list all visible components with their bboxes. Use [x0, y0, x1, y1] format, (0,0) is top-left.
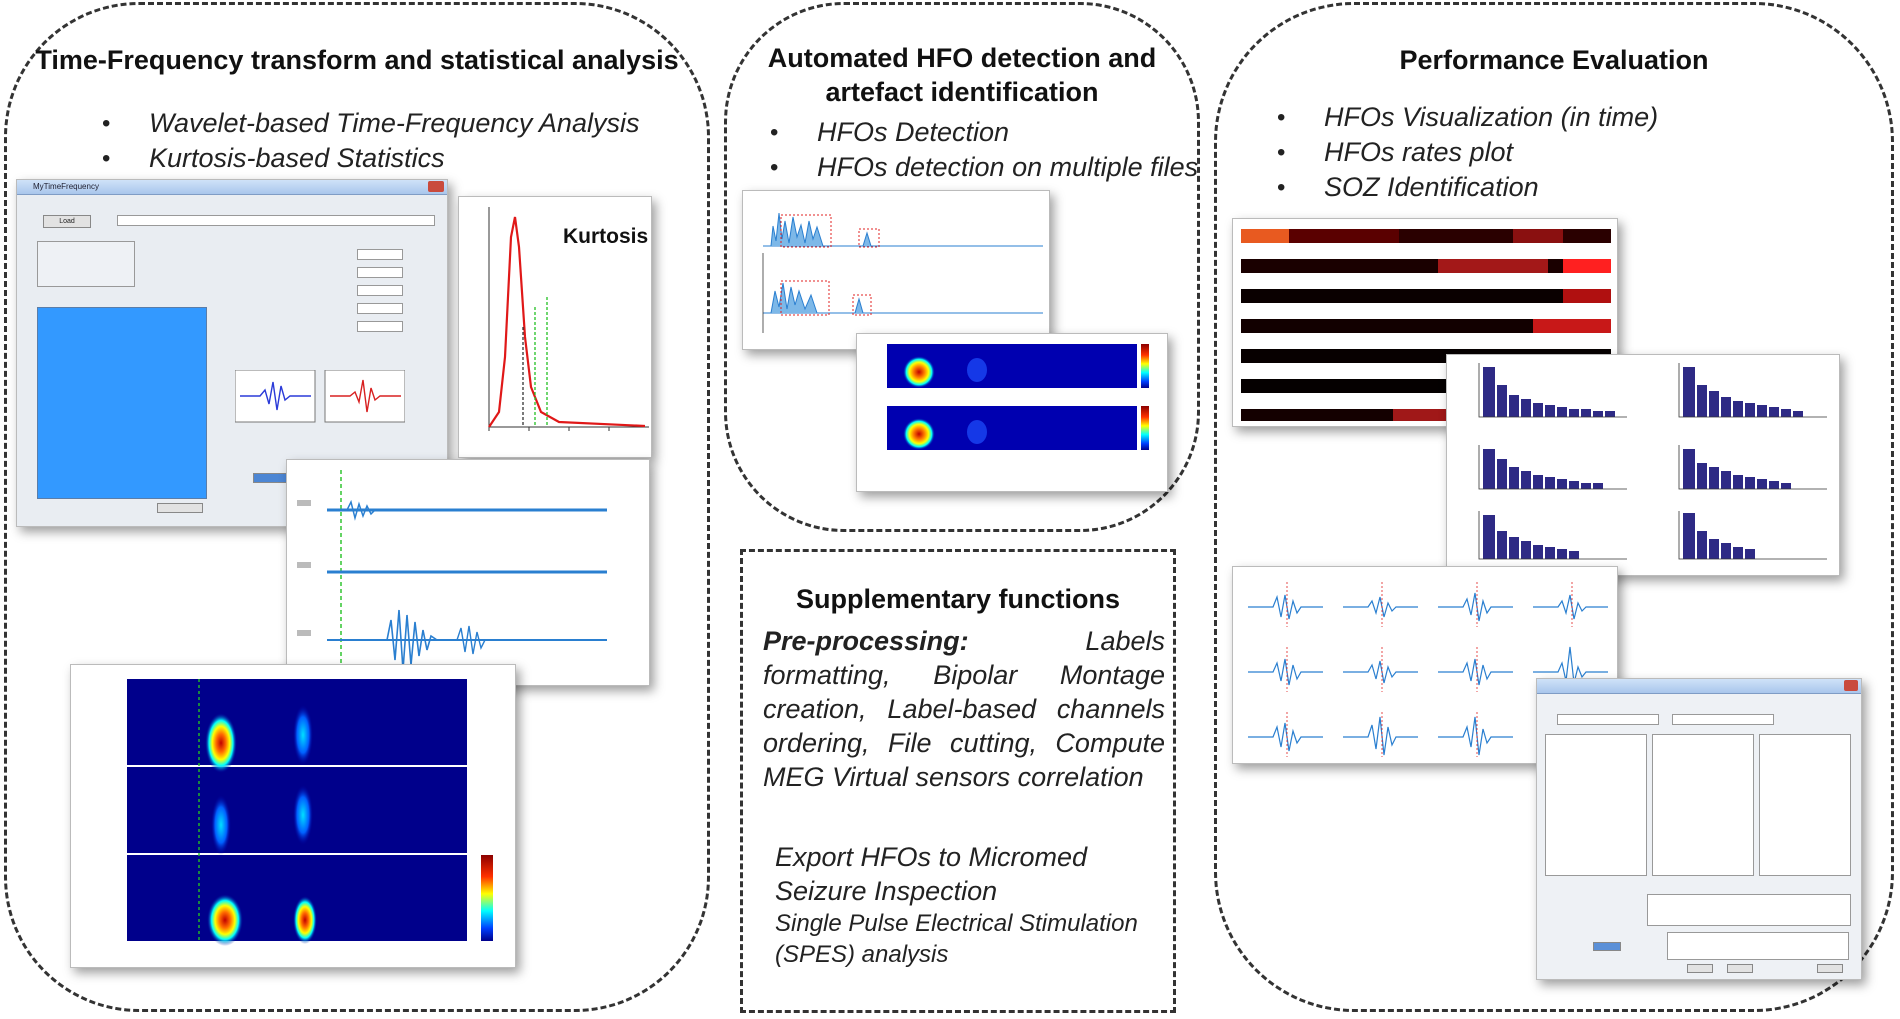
hfo-detection-traces — [743, 191, 1049, 349]
close-icon[interactable] — [428, 181, 444, 192]
bullet-kurtosis: Kurtosis-based Statistics — [102, 141, 639, 176]
kurtosis-label: Kurtosis — [563, 225, 649, 248]
export-micromed-text: Export HFOs to Micromed — [775, 842, 1088, 872]
kurtosis-pdf-chart — [459, 197, 651, 457]
preprocessing-text: Pre-processing: Labels formatting, Bipol… — [763, 624, 1165, 794]
soz-close-button[interactable] — [1817, 964, 1843, 973]
channels-listbox[interactable] — [37, 307, 207, 499]
soz-window-titlebar — [1537, 679, 1861, 694]
panel-title: Supplementary functions — [795, 584, 1121, 614]
bullet-hfo-detection: HFOs Detection — [770, 115, 1198, 150]
rates-bar-charts-image — [1447, 355, 1839, 575]
panel-title-line-2: artefact identification — [825, 77, 1099, 107]
hfo-bullets: HFOs Detection HFOs detection on multipl… — [770, 115, 1198, 185]
preprocessing-items: Labels formatting, Bipolar Montage creat… — [763, 626, 1165, 792]
hfo-detection-plot — [742, 190, 1050, 350]
soz-run-button[interactable] — [1593, 942, 1621, 951]
tf-bullets: Wavelet-based Time-Frequency Analysis Ku… — [102, 106, 639, 176]
load-button[interactable]: Load — [43, 215, 91, 228]
soz-channel-table-2 — [1652, 734, 1754, 876]
window-title: MyTimeFrequency — [33, 182, 99, 191]
signal-type-box — [37, 241, 135, 287]
panel-title: Performance Evaluation — [1399, 45, 1709, 75]
bullet-hfo-rates-plot: HFOs rates plot — [1277, 135, 1658, 170]
hfo-snippets-grid — [1232, 566, 1618, 764]
soz-path-field-1[interactable] — [1557, 714, 1659, 725]
soz-channel-table-1 — [1545, 734, 1647, 876]
hfo-rates-bar-charts — [1446, 354, 1840, 576]
bullet-wavelet: Wavelet-based Time-Frequency Analysis — [102, 106, 639, 141]
spectrogram-image — [71, 665, 515, 967]
time-frequency-spectrogram — [70, 664, 516, 968]
soz-save-button[interactable] — [1687, 964, 1713, 973]
param-field-3[interactable] — [357, 285, 403, 296]
select-all-button[interactable] — [157, 503, 203, 513]
soz-window-body — [1537, 694, 1861, 979]
window-titlebar: MyTimeFrequency — [17, 180, 447, 195]
spes-analysis-text: Single Pulse Electrical Stimulation (SPE… — [775, 910, 1138, 968]
soz-results-box — [1647, 894, 1851, 926]
soz-clinical-list — [1759, 734, 1851, 876]
bullet-hfo-multiple-files: HFOs detection on multiple files — [770, 150, 1198, 185]
bullet-hfo-visualization: HFOs Visualization (in time) — [1277, 100, 1658, 135]
soz-identification-window — [1536, 678, 1862, 980]
param-field-2[interactable] — [357, 267, 403, 278]
param-field-1[interactable] — [357, 249, 403, 260]
panel-title: Time-Frequency transform and statistical… — [35, 45, 679, 75]
signal-traces — [287, 460, 649, 685]
param-field-5[interactable] — [357, 321, 403, 332]
soz-path-field-2[interactable] — [1672, 714, 1774, 725]
close-icon[interactable] — [1844, 680, 1858, 691]
file-path-field[interactable] — [117, 215, 435, 226]
perf-bullets: HFOs Visualization (in time) HFOs rates … — [1277, 100, 1658, 205]
wavelet-previews — [235, 370, 405, 423]
preprocessing-label: Pre-processing: — [763, 626, 969, 656]
soz-reset-button[interactable] — [1727, 964, 1753, 973]
bullet-soz-identification: SOZ Identification — [1277, 170, 1658, 205]
hfo-spectrogram-image — [857, 334, 1167, 491]
signal-traces-plot — [286, 459, 650, 686]
param-field-4[interactable] — [357, 303, 403, 314]
seizure-inspection-text: Seizure Inspection — [775, 876, 998, 906]
kurtosis-plot: Kurtosis — [458, 196, 652, 458]
tf-gui-window: MyTimeFrequency Load — [16, 179, 448, 527]
soz-stats-table — [1667, 932, 1849, 960]
panel-supplementary-functions: Supplementary functions Pre-processing: … — [740, 549, 1176, 1013]
panel-title-line-1: Automated HFO detection and — [767, 43, 1157, 73]
hfo-spectrogram-plot — [856, 333, 1168, 492]
